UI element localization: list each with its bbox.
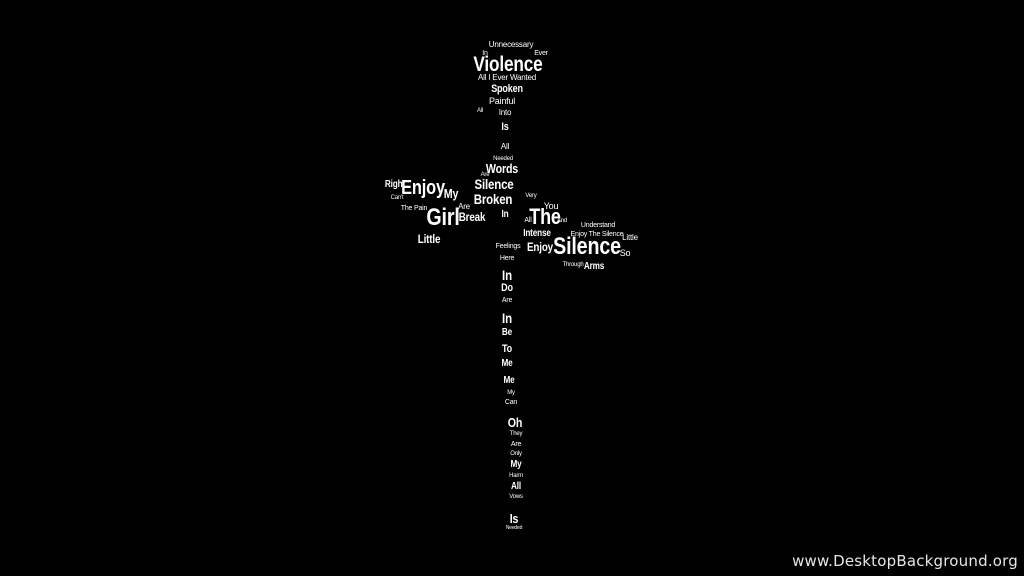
word-is-stem: Is — [509, 511, 519, 526]
word-in-stem-2: In — [502, 310, 512, 326]
word-little-right: Little — [622, 233, 638, 242]
word-right: Right — [384, 179, 406, 190]
word-are-bloom: Are — [480, 172, 490, 178]
word-all-bloom: All — [476, 108, 484, 114]
word-enjoy-the-silence: Enjoy The Silence — [570, 231, 624, 238]
word-in-center: In — [501, 209, 509, 220]
word-into: Into — [498, 108, 512, 117]
word-so: So — [619, 248, 631, 258]
word-arms: Arms — [583, 261, 605, 272]
word-my-stem-2: My — [510, 459, 522, 470]
word-me-2: Me — [503, 375, 515, 386]
word-enjoy-right: Enjoy — [527, 240, 553, 254]
word-cant: Can't — [390, 195, 404, 201]
word-do: Do — [501, 282, 513, 294]
word-here: Here — [499, 255, 515, 262]
word-my-stem-1: My — [507, 390, 515, 396]
word-are-stem-2: Are — [510, 441, 522, 448]
word-the-pain: The Pain — [400, 205, 428, 212]
word-is-bloom: Is — [501, 121, 509, 133]
word-unnecessary: Unnecessary — [488, 40, 534, 49]
word-needed-stem: Needed — [505, 525, 523, 531]
watermark-text: www.DesktopBackground.org — [792, 552, 1018, 570]
word-understand: Understand — [580, 222, 616, 229]
word-to: To — [501, 343, 513, 355]
word-violence: Violence — [473, 53, 543, 76]
word-are-left: Are — [458, 202, 470, 211]
word-broken: Broken — [473, 191, 513, 207]
word-silence-right: Silence — [553, 233, 621, 260]
word-words: Words — [485, 161, 519, 176]
word-enjoy-left: Enjoy — [401, 177, 445, 199]
word-spoken: Spoken — [491, 83, 523, 95]
word-all-upper-stem: All — [500, 142, 510, 151]
word-can: Can — [504, 399, 518, 406]
word-silence-center: Silence — [474, 176, 514, 192]
word-only: Only — [510, 451, 522, 457]
word-vows: Vows — [509, 494, 523, 500]
word-they: They — [509, 431, 523, 437]
word-in-stem-1: In — [502, 267, 512, 283]
word-ever: Ever — [534, 50, 548, 57]
word-break: Break — [458, 210, 486, 224]
word-the: The — [529, 204, 561, 229]
word-painful: Painful — [488, 96, 516, 106]
word-my-left: My — [443, 186, 459, 201]
word-all-i-ever-wanted: All I Ever Wanted — [477, 73, 537, 82]
word-very: Very — [525, 193, 537, 199]
word-oh: Oh — [507, 415, 523, 430]
word-and: And — [556, 218, 568, 224]
word-me-1: Me — [501, 358, 513, 369]
word-feelings: Feelings — [495, 243, 521, 250]
word-harm: Harm — [509, 473, 523, 479]
word-be: Be — [501, 327, 513, 338]
word-through: Through — [562, 262, 584, 268]
word-girl: Girl — [426, 204, 460, 231]
word-are-stem-1: Are — [501, 297, 513, 304]
word-in-top: In — [482, 50, 488, 57]
word-all-stem: All — [511, 481, 521, 492]
word-intense: Intense — [523, 228, 551, 239]
word-all-right: All — [524, 217, 532, 224]
word-little-left: Little — [417, 232, 441, 246]
word-needed-bloom: Needed — [493, 156, 513, 162]
word-you: You — [543, 201, 559, 211]
